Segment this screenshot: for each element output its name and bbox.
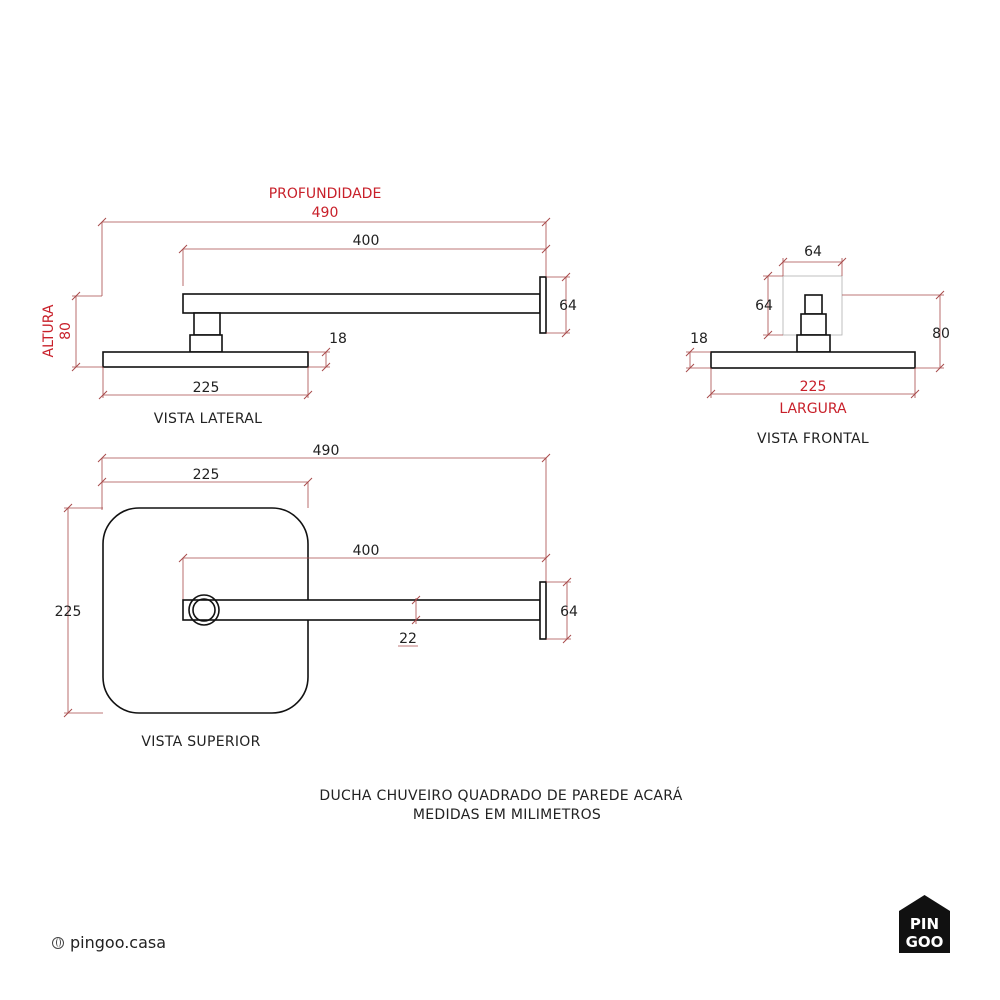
connector-lower: [189, 334, 223, 353]
altura-label: ALTURA: [41, 304, 57, 357]
website-url: pingoo.casa: [70, 933, 167, 952]
front-view: 64 64 80 18 225 LARGURA VISTA FRONTAL: [685, 244, 950, 447]
altura-value: 80: [58, 322, 74, 340]
front-connector-upper: [804, 294, 823, 315]
arm-length-label: 400: [353, 233, 380, 249]
website-footer: pingoo.casa: [52, 933, 166, 952]
view-title-lateral: VISTA LATERAL: [154, 411, 263, 427]
globe-icon: [52, 936, 64, 949]
view-title-frontal: VISTA FRONTAL: [757, 431, 869, 447]
top-shower-arm: [182, 599, 541, 621]
top-head-label: 225: [193, 467, 220, 483]
top-connector-ring-inner: [192, 598, 216, 622]
front-total-height-label: 80: [932, 326, 950, 342]
head-width-label: 225: [193, 380, 220, 396]
connector-upper: [193, 312, 221, 336]
top-total-label: 490: [313, 443, 340, 459]
front-flange-height-label: 64: [755, 298, 773, 314]
top-connector-ring-outer: [188, 594, 220, 626]
brand-logo: PIN GOO: [899, 895, 950, 953]
wall-flange: [539, 276, 547, 334]
shower-arm: [182, 293, 541, 314]
top-head-depth-label: 225: [55, 604, 82, 620]
front-flange-width-label: 64: [804, 244, 822, 260]
top-arm-width-label: 22: [399, 631, 417, 647]
top-view: 490 225 400 64 22: [55, 443, 578, 750]
flange-height-label: 64: [559, 298, 577, 314]
front-thickness-label: 18: [690, 331, 708, 347]
largura-label: LARGURA: [779, 401, 847, 417]
front-connector-mid: [800, 313, 827, 336]
top-wall-flange: [539, 581, 547, 640]
front-connector-lower: [796, 334, 831, 353]
front-width-label: 225: [800, 379, 827, 395]
top-flange-label: 64: [560, 604, 578, 620]
logo-bottom-text: GOO: [906, 933, 944, 951]
caption-units: MEDIDAS EM MILIMETROS: [413, 807, 601, 823]
top-arm-label: 400: [353, 543, 380, 559]
caption-product-name: DUCHA CHUVEIRO QUADRADO DE PAREDE ACARÁ: [319, 787, 682, 804]
shower-head-side: [102, 351, 309, 368]
profundidade-label: PROFUNDIDADE: [269, 186, 382, 202]
head-thickness-label: 18: [329, 331, 347, 347]
profundidade-value: 490: [312, 205, 339, 221]
shower-head-front: [710, 351, 916, 369]
side-view: PROFUNDIDADE 490 400 64 ALTURA 80: [41, 186, 577, 427]
view-title-superior: VISTA SUPERIOR: [141, 734, 260, 750]
logo-top-text: PIN: [910, 915, 939, 933]
